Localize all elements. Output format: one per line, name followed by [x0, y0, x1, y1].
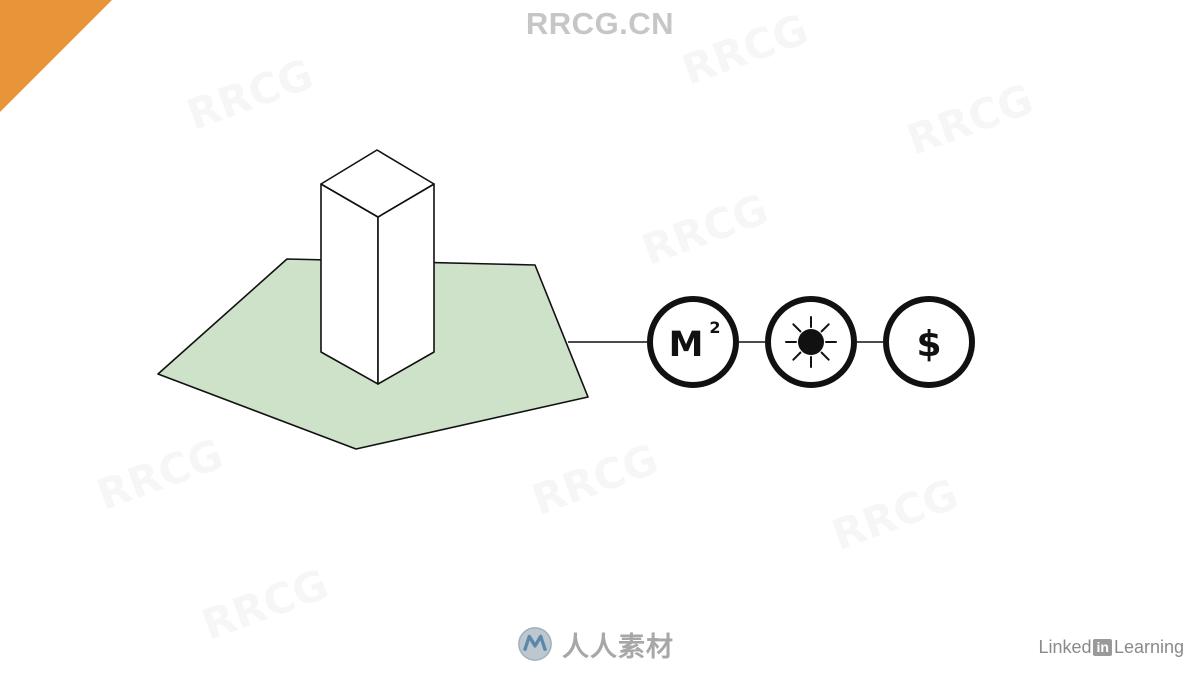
rrcg-logo-icon [518, 627, 552, 661]
dollar-icon-ring [883, 296, 975, 388]
sun-ray [792, 323, 802, 333]
sun-icon [765, 296, 857, 388]
watermark-top: RRCG.CN [525, 6, 675, 41]
area-icon-superscript: 2 [709, 318, 720, 337]
brand-in: in [1093, 638, 1112, 656]
area-icon-ring [647, 296, 739, 388]
watermark-bottom-text: 人人素材 [562, 631, 674, 663]
corner-accent [0, 0, 112, 112]
dollar-icon-label: $ [916, 324, 941, 365]
sun-ray [792, 351, 802, 361]
sun-icon-rays [785, 316, 837, 368]
sun-ray [820, 351, 830, 361]
linkedin-learning-logo: Linked in Learning [1038, 636, 1184, 658]
tower-right-face [377, 183, 435, 385]
area-icon-label: M [669, 325, 704, 365]
tower-building [320, 149, 435, 385]
brand-learning: Learning [1113, 636, 1184, 657]
area-icon: M 2 [647, 296, 739, 388]
watermark-bottom: 人人素材 [516, 624, 674, 664]
sun-icon-core [798, 329, 824, 355]
dollar-icon: $ [883, 296, 975, 388]
brand-linked: Linked [1038, 636, 1092, 657]
tower-top-face [320, 149, 435, 218]
tower-left-face [320, 183, 379, 385]
sun-ray [820, 323, 830, 333]
